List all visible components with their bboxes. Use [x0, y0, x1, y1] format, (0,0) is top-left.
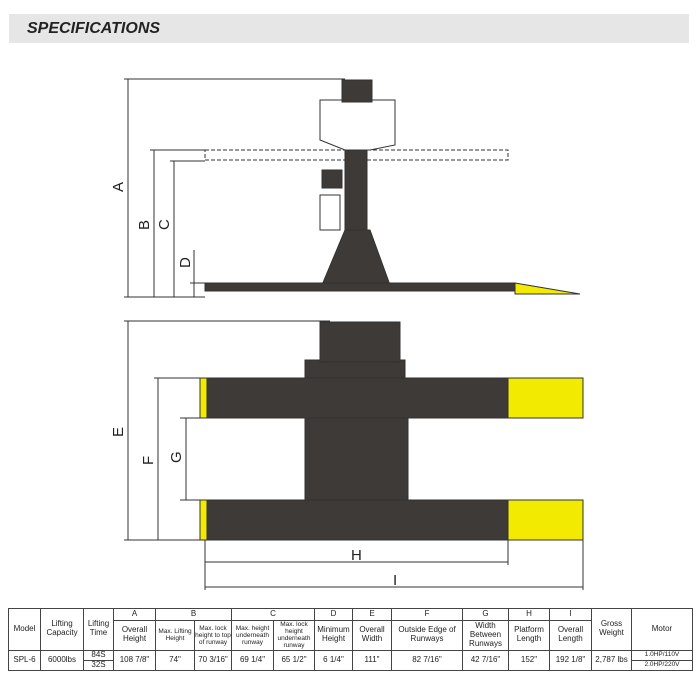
dim-label-a: A: [110, 182, 127, 192]
dim-label-i: I: [393, 572, 397, 589]
cell-model: SPL-6: [8, 649, 41, 671]
sub-i: Overall Length: [549, 620, 592, 651]
th-f: F: [391, 608, 463, 621]
th-a: A: [113, 608, 156, 621]
side-view: [124, 78, 581, 298]
sub-c2: Max. lock height underneath runway: [273, 620, 315, 651]
dim-label-g: G: [168, 451, 185, 463]
plan-view: [124, 320, 584, 590]
section-header: SPECIFICATIONS: [9, 14, 689, 43]
cell-g: 42 7/16": [462, 649, 509, 671]
cell-i: 192 1/8": [549, 649, 592, 671]
sub-b1: Max. Lifting Height: [155, 620, 195, 651]
th-motor: Motor: [631, 608, 693, 651]
th-g: G: [462, 608, 509, 621]
cell-d: 6 1/4": [314, 649, 353, 671]
cell-b2: 70 3/16": [194, 649, 232, 671]
spec-table: Model Lifting Capacity Lifting Time A B …: [8, 608, 693, 671]
th-c: C: [231, 608, 315, 621]
cell-motor-1: 1.0HP/110V: [631, 649, 693, 661]
cell-f: 82 7/16": [391, 649, 463, 671]
th-time: Lifting Time: [83, 608, 114, 651]
th-b: B: [155, 608, 232, 621]
dim-label-h: H: [351, 547, 362, 564]
cell-h: 152": [508, 649, 550, 671]
th-i: I: [549, 608, 592, 621]
cell-capacity: 6000lbs: [40, 649, 84, 671]
th-weight: Gross Weight: [591, 608, 632, 651]
th-h: H: [508, 608, 550, 621]
section-title: SPECIFICATIONS: [27, 20, 161, 37]
dim-label-d: D: [177, 257, 194, 268]
cell-c1: 69 1/4": [231, 649, 274, 671]
dim-label-f: F: [140, 456, 157, 465]
sub-a: Overall Height: [113, 620, 156, 651]
dim-label-b: B: [136, 220, 153, 230]
th-model: Model: [8, 608, 41, 651]
sub-b2: Max. lock height to top of runway: [194, 620, 232, 651]
sub-f: Outside Edge of Runways: [391, 620, 463, 651]
lift-diagram: A B C D E F G H I: [110, 78, 584, 590]
dim-label-e: E: [110, 427, 127, 437]
cell-weight: 2,787 lbs: [591, 649, 632, 671]
sub-c1: Max. height underneath runway: [231, 620, 274, 651]
th-d: D: [314, 608, 353, 621]
th-e: E: [352, 608, 392, 621]
sub-d: Minimum Height: [314, 620, 353, 651]
cell-a: 108 7/8": [113, 649, 156, 671]
cell-b1: 74": [155, 649, 195, 671]
cell-time-1: 84S: [83, 649, 114, 661]
cell-e: 111": [352, 649, 392, 671]
cell-motor-2: 2.0HP/220V: [631, 659, 693, 671]
sub-e: Overall Width: [352, 620, 392, 651]
sub-g: Width Between Runways: [462, 620, 509, 651]
th-capacity: Lifting Capacity: [40, 608, 84, 651]
cell-time-2: 32S: [83, 659, 114, 671]
dim-label-c: C: [156, 219, 173, 230]
sub-h: Platform Length: [508, 620, 550, 651]
cell-c2: 65 1/2": [273, 649, 315, 671]
